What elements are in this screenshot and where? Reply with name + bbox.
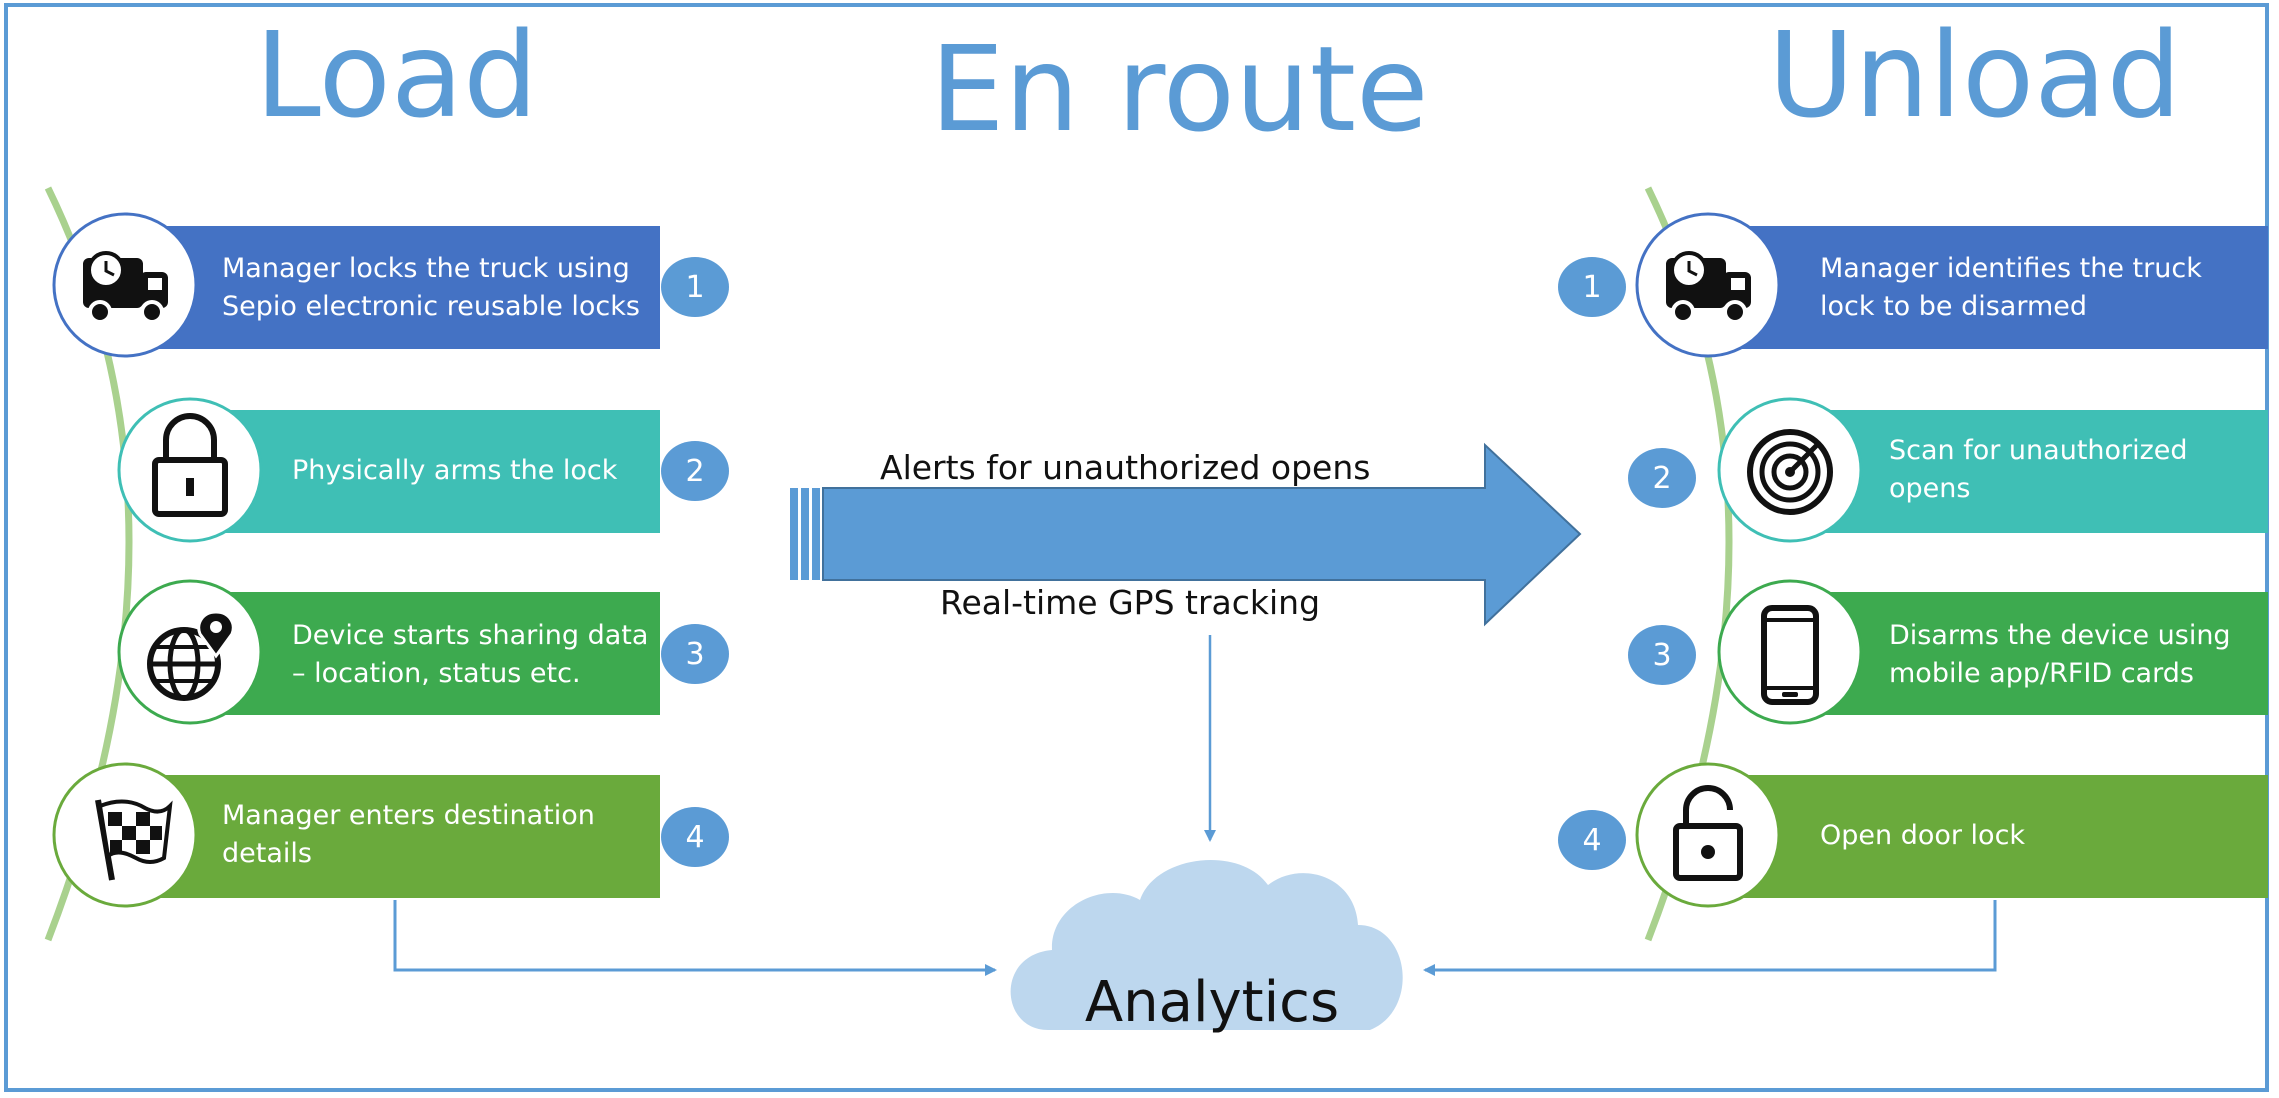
padlock-closed-icon [152,413,228,517]
load-to-analytics-connector [393,900,997,976]
globe-location-pin-icon [147,610,235,701]
analytics-cloud [1010,859,1403,1030]
unload-step-4-bar [1708,775,2268,898]
unload-step-4-icon-circle [1635,762,1781,908]
unload-step-2-icon-circle [1717,397,1863,543]
load-step-3-text: Device starts sharing data – location, s… [292,620,649,689]
unload-step-3-text: Disarms the device using mobile app/RFID… [1889,620,2231,689]
unload-step-3-icon-circle [1717,579,1863,725]
checkered-flag-icon [95,799,173,881]
unload-step-1-bar [1708,226,2268,349]
unload-step-4-text: Open door lock [1820,820,2026,851]
unload-to-analytics-connector [1423,900,1997,976]
unload-step-1-text: Manager identifies the truck lock to be … [1820,253,2202,322]
load-step-2-icon-circle [117,397,263,543]
truck-clock-icon [1666,251,1751,324]
load-step-3-icon-circle [117,579,263,725]
load-step-1-text: Manager locks the truck using Sepio elec… [222,253,640,322]
analytics-label: Analytics [1084,970,1340,1035]
heading-en-route: En route [930,20,1429,158]
truck-clock-icon [83,251,168,324]
unload-step-3-badge: 3 [1628,625,1696,685]
load-step-1-badge: 1 [661,257,729,317]
radar-icon [1747,429,1833,515]
load-step-1-icon-circle [52,212,198,358]
load-step-4-badge: 4 [661,807,729,867]
load-step-2-text: Physically arms the lock [292,455,618,486]
alerts-label: Alerts for unauthorized opens [880,448,1371,487]
diagram-frame [4,3,2269,1092]
en-route-arrow [790,442,1582,627]
load-step-1-bar [125,226,660,349]
load-step-3-bar [190,592,660,715]
unload-step-2-badge: 2 [1628,448,1696,508]
load-step-3-badge: 3 [661,624,729,684]
gps-tracking-label: Real-time GPS tracking [940,583,1321,622]
heading-unload: Unload [1768,6,2182,144]
unload-step-3-bar [1790,592,2268,715]
load-step-4-bar [125,775,660,898]
unload-step-1-icon-circle [1635,212,1781,358]
padlock-open-icon [1673,785,1743,881]
load-step-2-badge: 2 [661,441,729,501]
heading-load: Load [255,6,539,144]
unload-step-2-bar [1790,410,2268,533]
unload-step-4-badge: 4 [1558,810,1626,870]
unload-step-1-badge: 1 [1558,257,1626,317]
load-step-2-bar [190,410,660,533]
unload-step-2-text: Scan for unauthorized opens [1889,435,2188,504]
load-step-4-text: Manager enters destination details [222,800,595,869]
smartphone-icon [1761,605,1819,705]
load-step-4-icon-circle [52,762,198,908]
